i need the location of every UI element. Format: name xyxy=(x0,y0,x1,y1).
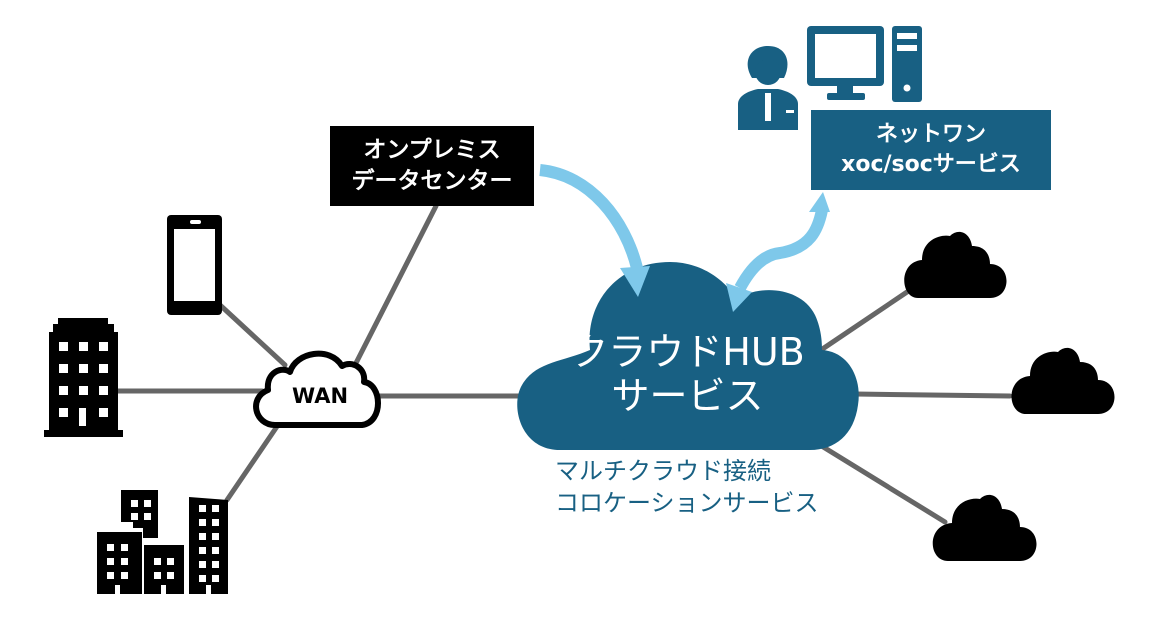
smartphone-icon xyxy=(167,215,222,315)
line-city-wan xyxy=(224,422,281,503)
hub-label-line2: サービス xyxy=(611,374,764,418)
wan-cloud-icon xyxy=(253,350,381,428)
line-hub-cloud3 xyxy=(817,442,948,525)
xoc-soc-service-box: ネットワン xoc/socサービス xyxy=(811,110,1051,190)
wan-label: WAN xyxy=(291,384,349,408)
cloud-icon xyxy=(904,231,1007,298)
hub-label-line1: クラウドHUB xyxy=(570,330,805,374)
building-icon xyxy=(44,318,123,437)
arrow-onprem-to-hub xyxy=(539,164,643,270)
arrow-hub-xoc xyxy=(734,208,828,291)
cloud-icon xyxy=(1011,347,1115,414)
hub-label: クラウドHUB サービス xyxy=(517,330,858,418)
line-phone-wan xyxy=(217,302,288,368)
city-buildings-icon xyxy=(97,490,228,594)
arrow-head-hub xyxy=(620,266,650,297)
line-hub-cloud2 xyxy=(852,391,1013,399)
hub-description-line2: コロケーションサービス xyxy=(555,489,819,517)
desktop-computer-icon xyxy=(807,26,922,102)
onprem-label-line1: オンプレミス xyxy=(363,137,501,163)
cloud-icon xyxy=(932,494,1037,561)
onprem-datacenter-box: オンプレミス データセンター xyxy=(330,126,534,206)
arrow-head-hub-2 xyxy=(726,283,752,312)
line-hub-cloud1 xyxy=(815,287,913,355)
hub-description-line1: マルチクラウド接続 xyxy=(555,457,771,485)
hub-description: マルチクラウド接続 コロケーションサービス xyxy=(555,455,819,519)
hub-cloud-icon xyxy=(517,262,859,450)
xoc-label-line2: xoc/socサービス xyxy=(841,152,1021,177)
arrow-head-xoc xyxy=(809,192,830,212)
operator-person-icon xyxy=(738,46,798,130)
onprem-label-line2: データセンター xyxy=(351,168,513,194)
xoc-label-line1: ネットワン xyxy=(875,122,986,147)
line-onprem-wan xyxy=(352,203,439,368)
